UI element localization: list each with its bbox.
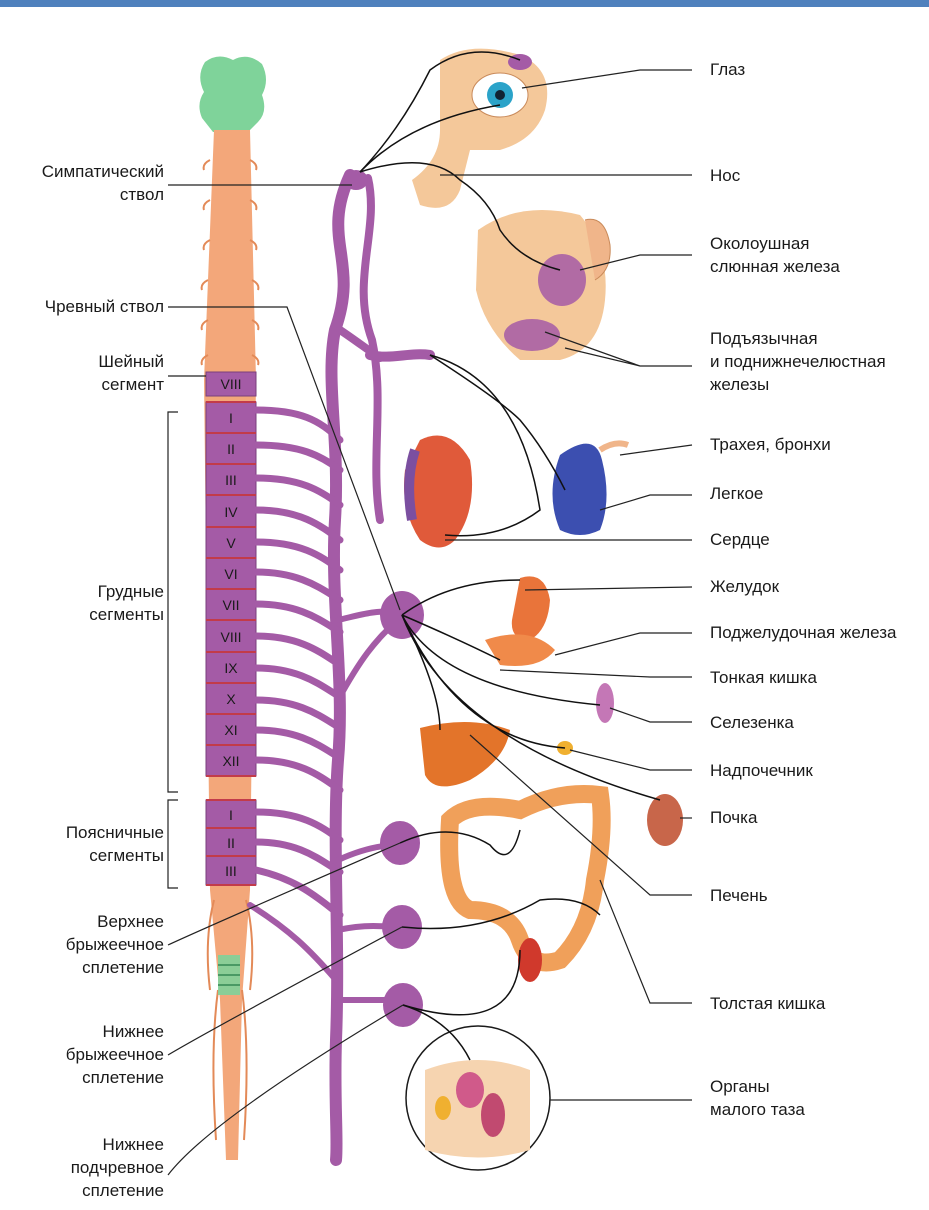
- label-line: Грудные: [89, 580, 164, 603]
- label-line: Тонкая кишка: [710, 666, 817, 689]
- label-line: Глаз: [710, 58, 745, 81]
- label-line: слюнная железа: [710, 255, 840, 278]
- label-lumbar-segments: Поясничные сегменты: [66, 821, 164, 867]
- label-line: Селезенка: [710, 711, 794, 734]
- label-sympathetic-trunk: Симпатический ствол: [42, 160, 164, 206]
- label-line: Подъязычная: [710, 327, 886, 350]
- label-thoracic-segments: Грудные сегменты: [89, 580, 164, 626]
- ganglia: [344, 170, 424, 1027]
- segment-thoracic-10: X: [226, 691, 236, 707]
- label-heart: Сердце: [710, 528, 770, 551]
- label-line: Симпатический: [42, 160, 164, 183]
- label-trachea-bronchi: Трахея, бронхи: [710, 433, 831, 456]
- label-small-intestine: Тонкая кишка: [710, 666, 817, 689]
- segment-thoracic-6: VI: [224, 566, 237, 582]
- label-eye: Глаз: [710, 58, 745, 81]
- label-line: Органы: [710, 1075, 805, 1098]
- label-line: Околоушная: [710, 232, 840, 255]
- label-pelvic-organs: Органы малого таза: [710, 1075, 805, 1121]
- label-line: Нижнее: [66, 1020, 164, 1043]
- label-inferior-hypogastric-plexus: Нижнее подчревное сплетение: [71, 1133, 164, 1202]
- label-line: Поджелудочная железа: [710, 621, 896, 644]
- segment-thoracic-5: V: [226, 535, 236, 551]
- label-line: Надпочечник: [710, 759, 813, 782]
- label-line: сегмент: [98, 373, 164, 396]
- label-line: Трахея, бронхи: [710, 433, 831, 456]
- label-inferior-mesenteric-plexus: Нижнее брыжеечное сплетение: [66, 1020, 164, 1089]
- label-celiac-trunk: Чревный ствол: [45, 295, 164, 318]
- segment-thoracic-1: I: [229, 410, 233, 426]
- face-illustration: [412, 49, 610, 360]
- pelvic-organs-illustration: [406, 1026, 550, 1170]
- brain-stem-illustration: [199, 56, 266, 132]
- label-stomach: Желудок: [710, 575, 779, 598]
- label-line: сплетение: [66, 1066, 164, 1089]
- segment-thoracic-9: IX: [224, 660, 238, 676]
- label-line: брыжеечное: [66, 933, 164, 956]
- segment-cervical-viii: VIII: [220, 376, 241, 392]
- label-line: Почка: [710, 806, 757, 829]
- label-parotid-gland: Околоушная слюнная железа: [710, 232, 840, 278]
- label-cervical-segment: Шейный сегмент: [98, 350, 164, 396]
- label-line: Печень: [710, 884, 768, 907]
- label-line: ствол: [42, 183, 164, 206]
- label-line: Желудок: [710, 575, 779, 598]
- label-line: Толстая кишка: [710, 992, 825, 1015]
- segment-lumbar-3: III: [225, 863, 237, 879]
- label-colon: Толстая кишка: [710, 992, 825, 1015]
- label-kidney: Почка: [710, 806, 757, 829]
- heart-illustration: [404, 436, 472, 548]
- label-lung: Легкое: [710, 482, 763, 505]
- label-line: сегменты: [66, 844, 164, 867]
- segment-thoracic-11: XI: [224, 722, 237, 738]
- label-line: сплетение: [66, 956, 164, 979]
- label-line: сплетение: [71, 1179, 164, 1202]
- label-line: Нос: [710, 164, 740, 187]
- label-line: Легкое: [710, 482, 763, 505]
- segment-thoracic-4: IV: [224, 504, 238, 520]
- label-nose: Нос: [710, 164, 740, 187]
- label-line: железы: [710, 373, 886, 396]
- segment-thoracic-7: VII: [222, 597, 239, 613]
- label-adrenal-gland: Надпочечник: [710, 759, 813, 782]
- label-line: малого таза: [710, 1098, 805, 1121]
- label-line: Шейный: [98, 350, 164, 373]
- segment-lumbar-1: I: [229, 807, 233, 823]
- label-line: брыжеечное: [66, 1043, 164, 1066]
- digestive-organs-illustration: [420, 576, 683, 982]
- segment-thoracic-2: II: [227, 441, 235, 457]
- label-superior-mesenteric-plexus: Верхнее брыжеечное сплетение: [66, 910, 164, 979]
- label-line: Сердце: [710, 528, 770, 551]
- label-spleen: Селезенка: [710, 711, 794, 734]
- label-line: и поднижнечелюстная: [710, 350, 886, 373]
- segment-thoracic-8: VIII: [220, 629, 241, 645]
- label-line: Нижнее: [71, 1133, 164, 1156]
- label-line: сегменты: [89, 603, 164, 626]
- label-line: подчревное: [71, 1156, 164, 1179]
- label-line: Поясничные: [66, 821, 164, 844]
- label-sublingual-glands: Подъязычная и поднижнечелюстная железы: [710, 327, 886, 396]
- label-liver: Печень: [710, 884, 768, 907]
- segment-thoracic-3: III: [225, 472, 237, 488]
- label-line: Чревный ствол: [45, 295, 164, 318]
- segment-thoracic-12: XII: [222, 753, 239, 769]
- label-line: Верхнее: [66, 910, 164, 933]
- label-pancreas: Поджелудочная железа: [710, 621, 896, 644]
- segment-lumbar-2: II: [227, 835, 235, 851]
